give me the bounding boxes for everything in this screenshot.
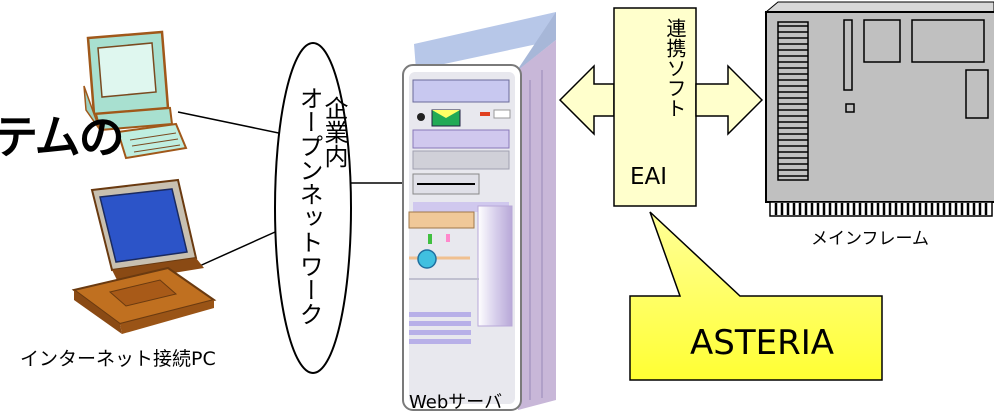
network-label-line2: オープンネットワーク — [295, 86, 323, 326]
web-server-label: Webサーバ — [409, 392, 503, 413]
web-server-icon — [402, 12, 556, 411]
mainframe-label: メインフレーム — [811, 229, 929, 249]
network-ellipse — [274, 42, 352, 374]
asteria-callout — [629, 211, 883, 381]
arrow-server-eai — [558, 64, 615, 136]
line-laptop-network — [194, 227, 285, 269]
eai-vertical-label: 連携ソフト — [663, 18, 687, 118]
internet-pc-label: インターネット接続PC — [20, 348, 216, 370]
eai-label: EAI — [630, 164, 668, 190]
asteria-label: ASTERIA — [690, 323, 835, 363]
network-label-line1: 企業内 — [320, 96, 348, 168]
title-fragment: テムの — [0, 110, 125, 164]
mainframe-icon — [764, 1, 994, 217]
line-desktop-network — [177, 111, 294, 137]
desktop-pc-icon — [83, 30, 188, 160]
arrow-eai-mainframe — [695, 64, 764, 136]
laptop-icon — [71, 178, 217, 334]
